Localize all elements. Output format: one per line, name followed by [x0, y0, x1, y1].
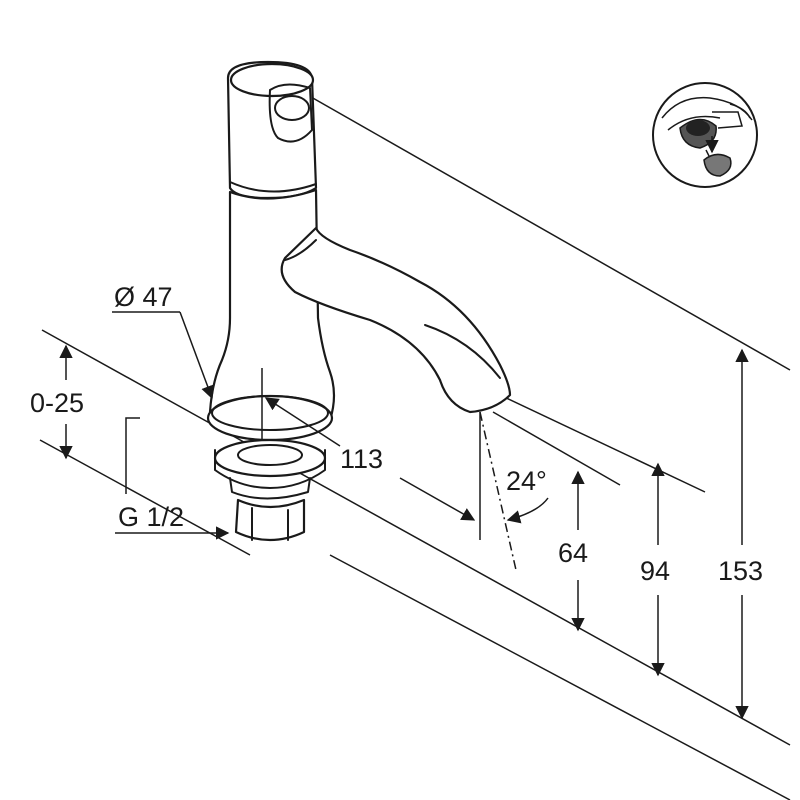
diameter-dimension — [112, 311, 341, 447]
thread-label: G 1/2 — [118, 502, 184, 532]
tap-body — [206, 60, 512, 542]
jet-axis — [479, 411, 517, 571]
thread-dimension — [115, 417, 230, 540]
projection-dimension — [399, 477, 476, 521]
spout-height-label: 64 — [558, 538, 588, 568]
extension-lines — [39, 84, 791, 800]
total-height-label: 153 — [718, 556, 763, 586]
aerator-detail-icon — [652, 82, 758, 188]
diameter-label: Ø 47 — [114, 282, 173, 312]
height-range-label: 0-25 — [30, 388, 84, 418]
angle-label: 24° — [506, 466, 547, 496]
angle-dimension — [506, 497, 549, 524]
projection-label: 113 — [340, 444, 383, 474]
spout-top-label: 94 — [640, 556, 670, 586]
